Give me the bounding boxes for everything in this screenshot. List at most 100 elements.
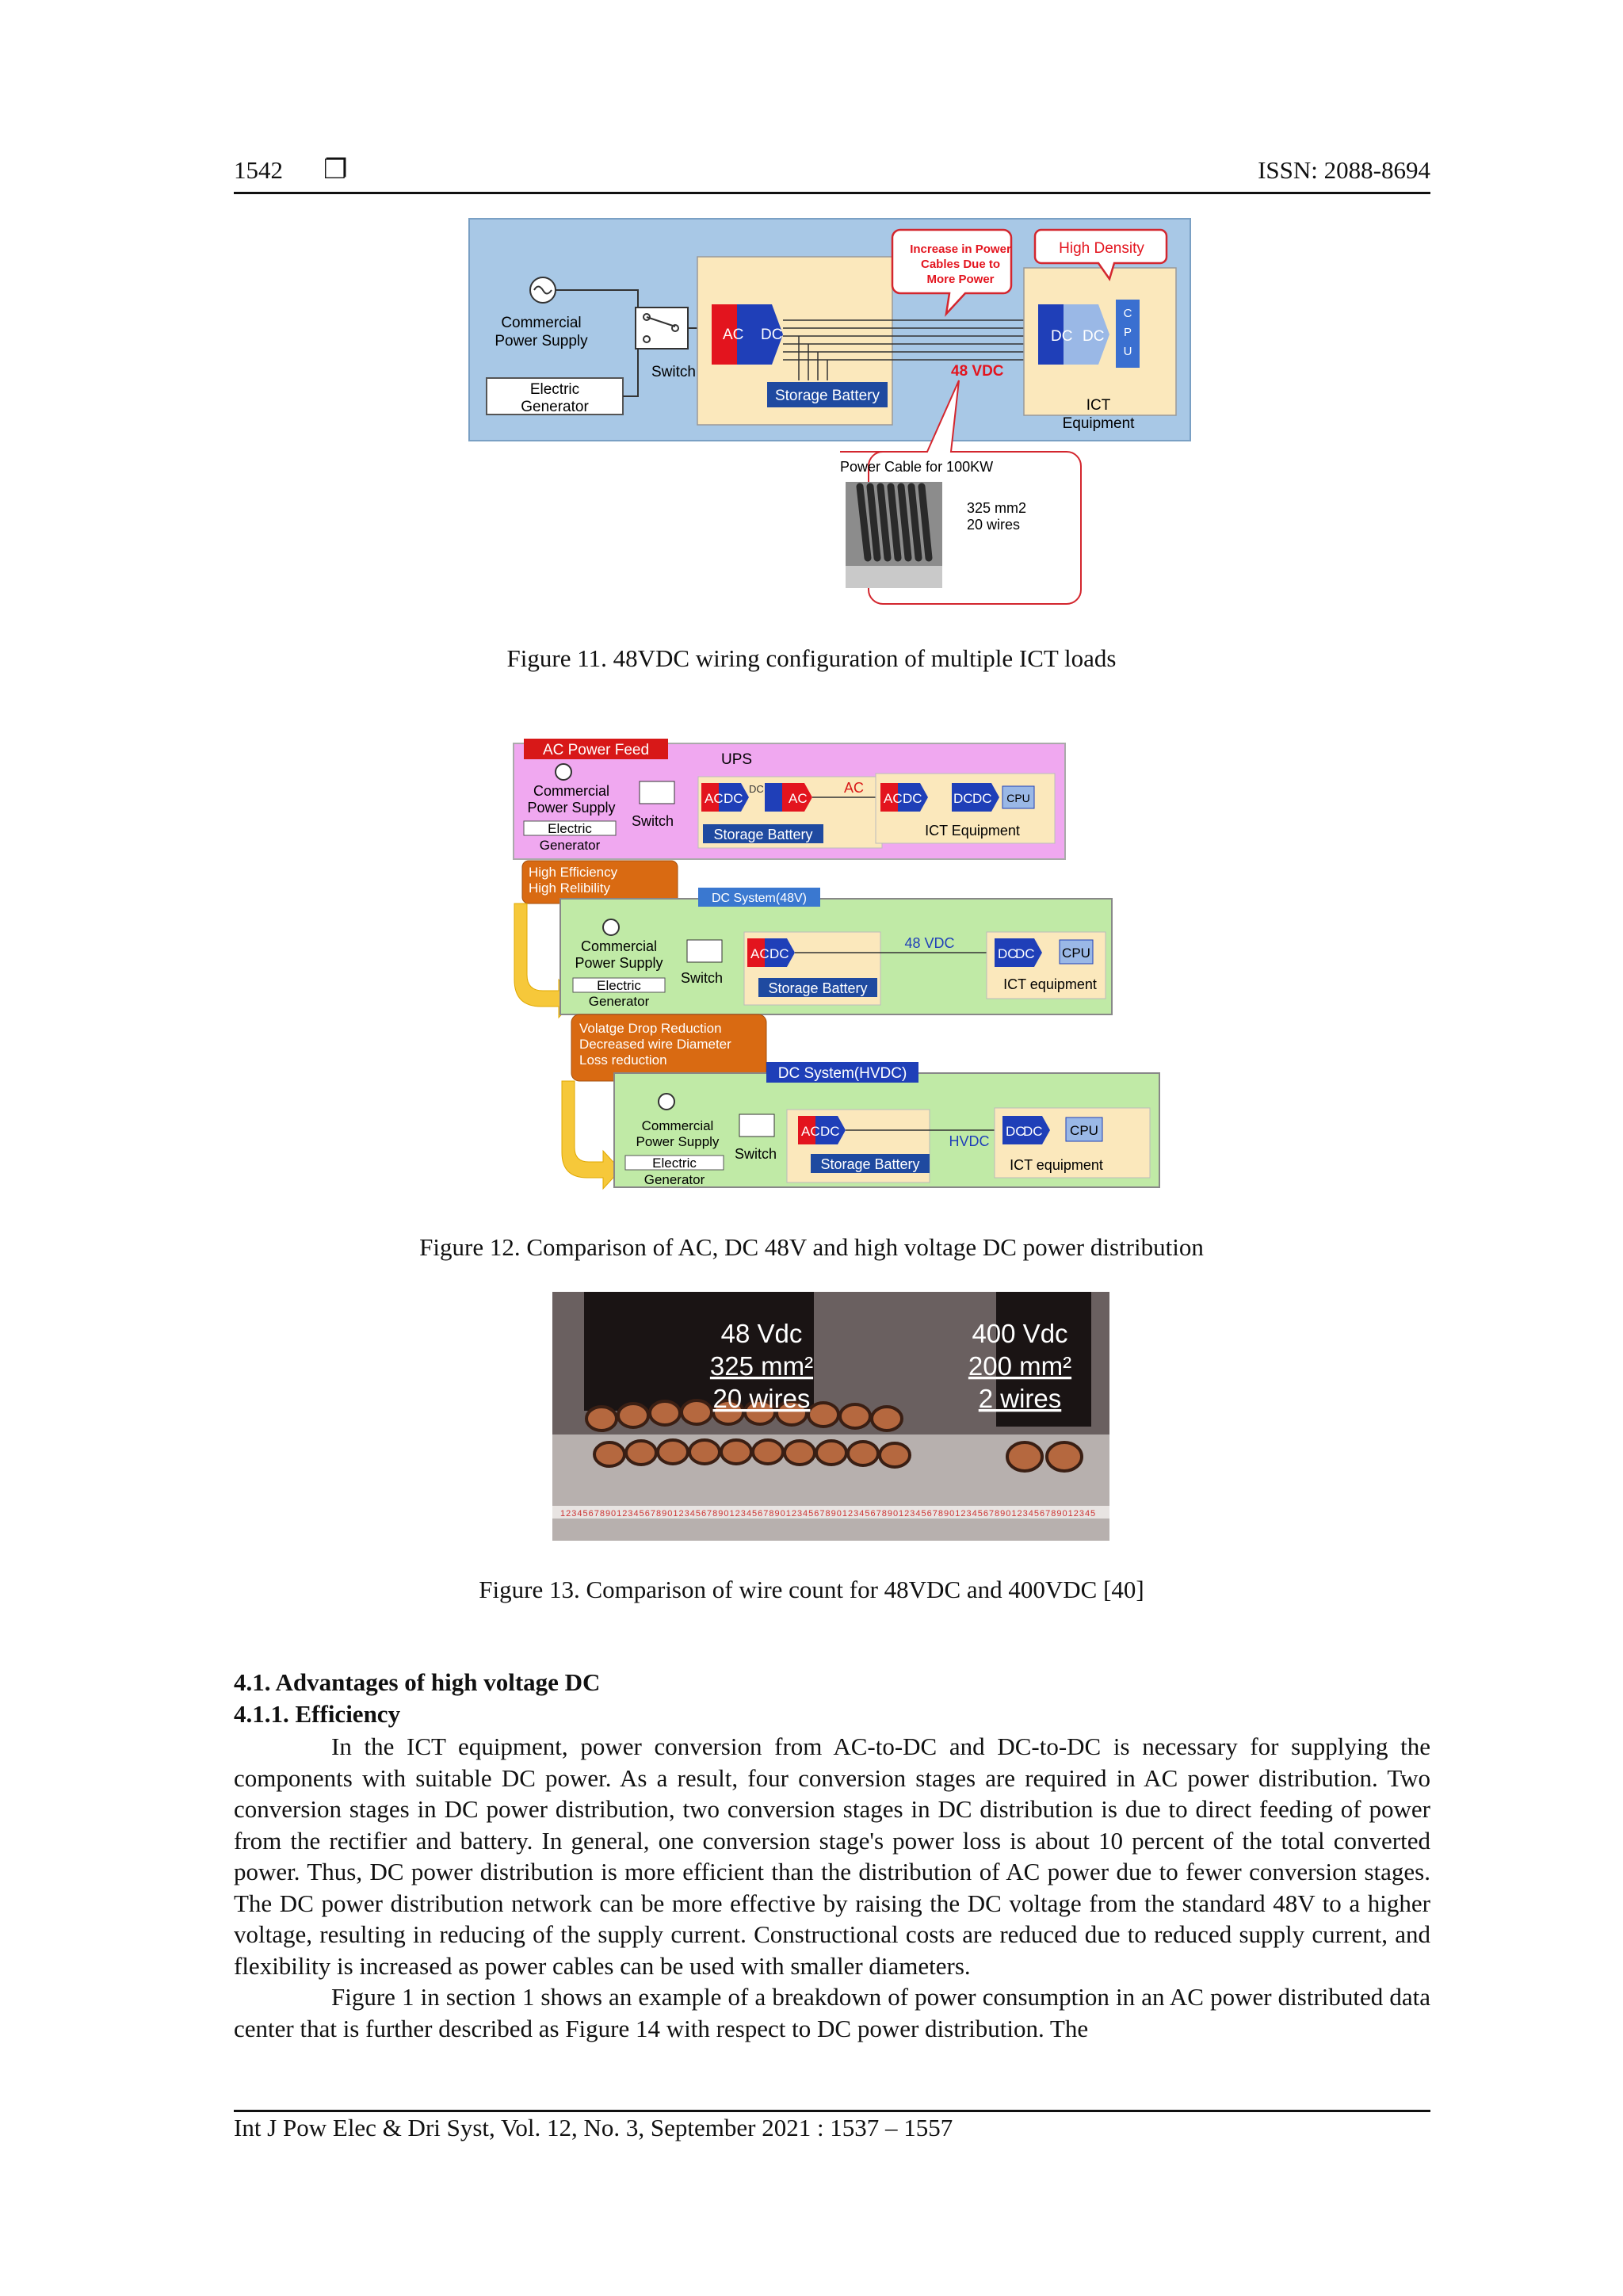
issn: ISSN: 2088-8694 [1258,156,1430,184]
svg-text:DC: DC [953,791,973,806]
figure-12-diagram: AC Power Feed UPS Commercial Power Suppl… [513,739,1160,1190]
svg-text:200 mm²: 200 mm² [968,1351,1071,1381]
svg-text:Electric: Electric [530,381,579,398]
svg-text:Increase in Power: Increase in Power [910,243,1011,256]
svg-text:DC: DC [769,946,789,961]
svg-text:48 VDC: 48 VDC [904,935,954,951]
svg-text:Electric: Electric [652,1156,697,1171]
svg-text:Generator: Generator [521,399,589,415]
svg-text:More Power: More Power [926,273,994,286]
cable-ends-48v [585,1399,911,1469]
label-48vdc: 48 Vdc [721,1319,803,1348]
paragraph-1: In the ICT equipment, power conversion f… [234,1733,1430,1980]
svg-text:Switch: Switch [735,1146,777,1162]
paragraph-2: Figure 1 in section 1 shows an example o… [234,1983,1430,2042]
svg-text:Storage Battery: Storage Battery [713,827,812,842]
svg-text:DC: DC [1051,328,1072,345]
svg-text:Generator: Generator [540,838,601,853]
svg-text:Switch: Switch [681,970,723,986]
box-icon: ❐ [323,155,348,185]
svg-text:Power Supply: Power Supply [527,800,615,816]
fig11-vdc-label: 48 VDC [951,363,1004,380]
fig11-commercial: Commercial [501,315,581,331]
svg-text:ICT Equipment: ICT Equipment [925,823,1020,839]
figure-12-caption: Figure 12. Comparison of AC, DC 48V and … [419,1233,1204,1261]
svg-text:DC: DC [820,1124,840,1139]
svg-text:123456789012345678901234567890: 1234567890123456789012345678901234567890… [560,1509,1096,1519]
svg-text:DC: DC [1015,946,1035,961]
svg-text:C: C [1124,307,1132,320]
svg-text:AC: AC [801,1124,820,1139]
svg-text:Electric: Electric [548,821,592,836]
svg-text:DC: DC [724,791,743,806]
svg-text:DC: DC [903,791,922,806]
svg-text:DC: DC [1083,328,1104,345]
svg-text:Commercial: Commercial [642,1118,714,1133]
svg-text:Power Supply: Power Supply [636,1134,720,1149]
svg-text:Commercial: Commercial [581,938,657,954]
svg-text:CPU: CPU [1062,946,1090,961]
svg-text:Power Cable for 100KW: Power Cable for 100KW [840,459,993,475]
page-number: 1542 [234,156,283,184]
fig12-ac-feed-label [524,739,668,759]
fig11-dc-block [737,304,783,365]
svg-text:DC System(HVDC): DC System(HVDC) [778,1065,907,1082]
svg-text:Switch: Switch [651,364,696,380]
svg-text:Power Supply: Power Supply [495,333,588,350]
cable-ends-400v [1006,1441,1083,1473]
svg-text:DC System(48V): DC System(48V) [712,892,807,905]
section-heading: 4.1. Advantages of high voltage DC [234,1668,601,1696]
svg-text:High Efficiency: High Efficiency [529,865,618,880]
svg-text:CPU: CPU [1070,1123,1098,1138]
svg-text:20 wires: 20 wires [713,1384,811,1413]
svg-text:DC: DC [972,791,992,806]
svg-text:Power Supply: Power Supply [575,955,663,971]
fig11-switch-icon [635,307,689,350]
svg-text:DC: DC [1023,1124,1043,1139]
svg-text:Cables Due to: Cables Due to [921,258,1000,271]
footer-citation: Int J Pow Elec & Dri Syst, Vol. 12, No. … [234,2114,953,2141]
label-400vdc: 400 Vdc [972,1319,1067,1348]
footer-rule [234,2110,1430,2112]
svg-text:Storage Battery: Storage Battery [820,1156,919,1172]
svg-text:325 mm²: 325 mm² [710,1351,813,1381]
svg-text:Electric: Electric [597,978,641,993]
svg-text:DC: DC [1006,1124,1025,1139]
svg-text:AC: AC [884,791,903,806]
svg-text:ICT equipment: ICT equipment [1003,976,1097,992]
fig11-generator-box [486,377,624,415]
fig11-callout-density [1033,228,1168,281]
svg-text:AC: AC [750,946,769,961]
svg-text:Loss reduction: Loss reduction [579,1052,667,1068]
svg-text:Storage Battery: Storage Battery [768,980,867,996]
svg-text:ICT: ICT [1086,397,1111,414]
fig11-callout-increase [891,228,1013,317]
figure-13-photo: 1234567890123456789012345678901234567890… [552,1292,1109,1541]
svg-text:Storage Battery: Storage Battery [775,388,880,404]
svg-text:AC: AC [789,791,808,806]
svg-text:CPU: CPU [1006,792,1030,804]
subsection-heading: 4.1.1. Efficiency [234,1700,401,1728]
svg-text:DC: DC [761,327,782,343]
svg-text:Commercial: Commercial [533,783,609,799]
svg-text:Generator: Generator [644,1172,705,1187]
fig11-cpu-block [1116,300,1140,368]
svg-text:DC: DC [998,946,1018,961]
svg-text:Volatge Drop Reduction: Volatge Drop Reduction [579,1021,722,1036]
svg-text:Generator: Generator [589,994,650,1009]
svg-text:U: U [1124,345,1132,358]
fig11-storage-battery [767,382,888,407]
svg-text:20 wires: 20 wires [967,517,1020,533]
svg-text:AC: AC [844,780,864,796]
figure-11-caption: Figure 11. 48VDC wiring configuration of… [506,644,1117,672]
svg-text:Decreased wire Diameter: Decreased wire Diameter [579,1037,731,1052]
fig11-dc-block-3 [1064,304,1109,365]
svg-text:DC: DC [749,783,764,795]
figure-11-diagram: Commercial Power Supply Electric Generat… [468,218,1191,605]
figure-13-caption: Figure 13. Comparison of wire count for … [479,1576,1144,1603]
svg-text:2 wires: 2 wires [979,1384,1062,1413]
body-text: In the ICT equipment, power conversion f… [234,1731,1430,2044]
svg-text:Equipment: Equipment [1063,415,1136,432]
svg-text:ICT equipment: ICT equipment [1010,1157,1103,1173]
svg-text:AC Power Feed: AC Power Feed [543,742,649,758]
